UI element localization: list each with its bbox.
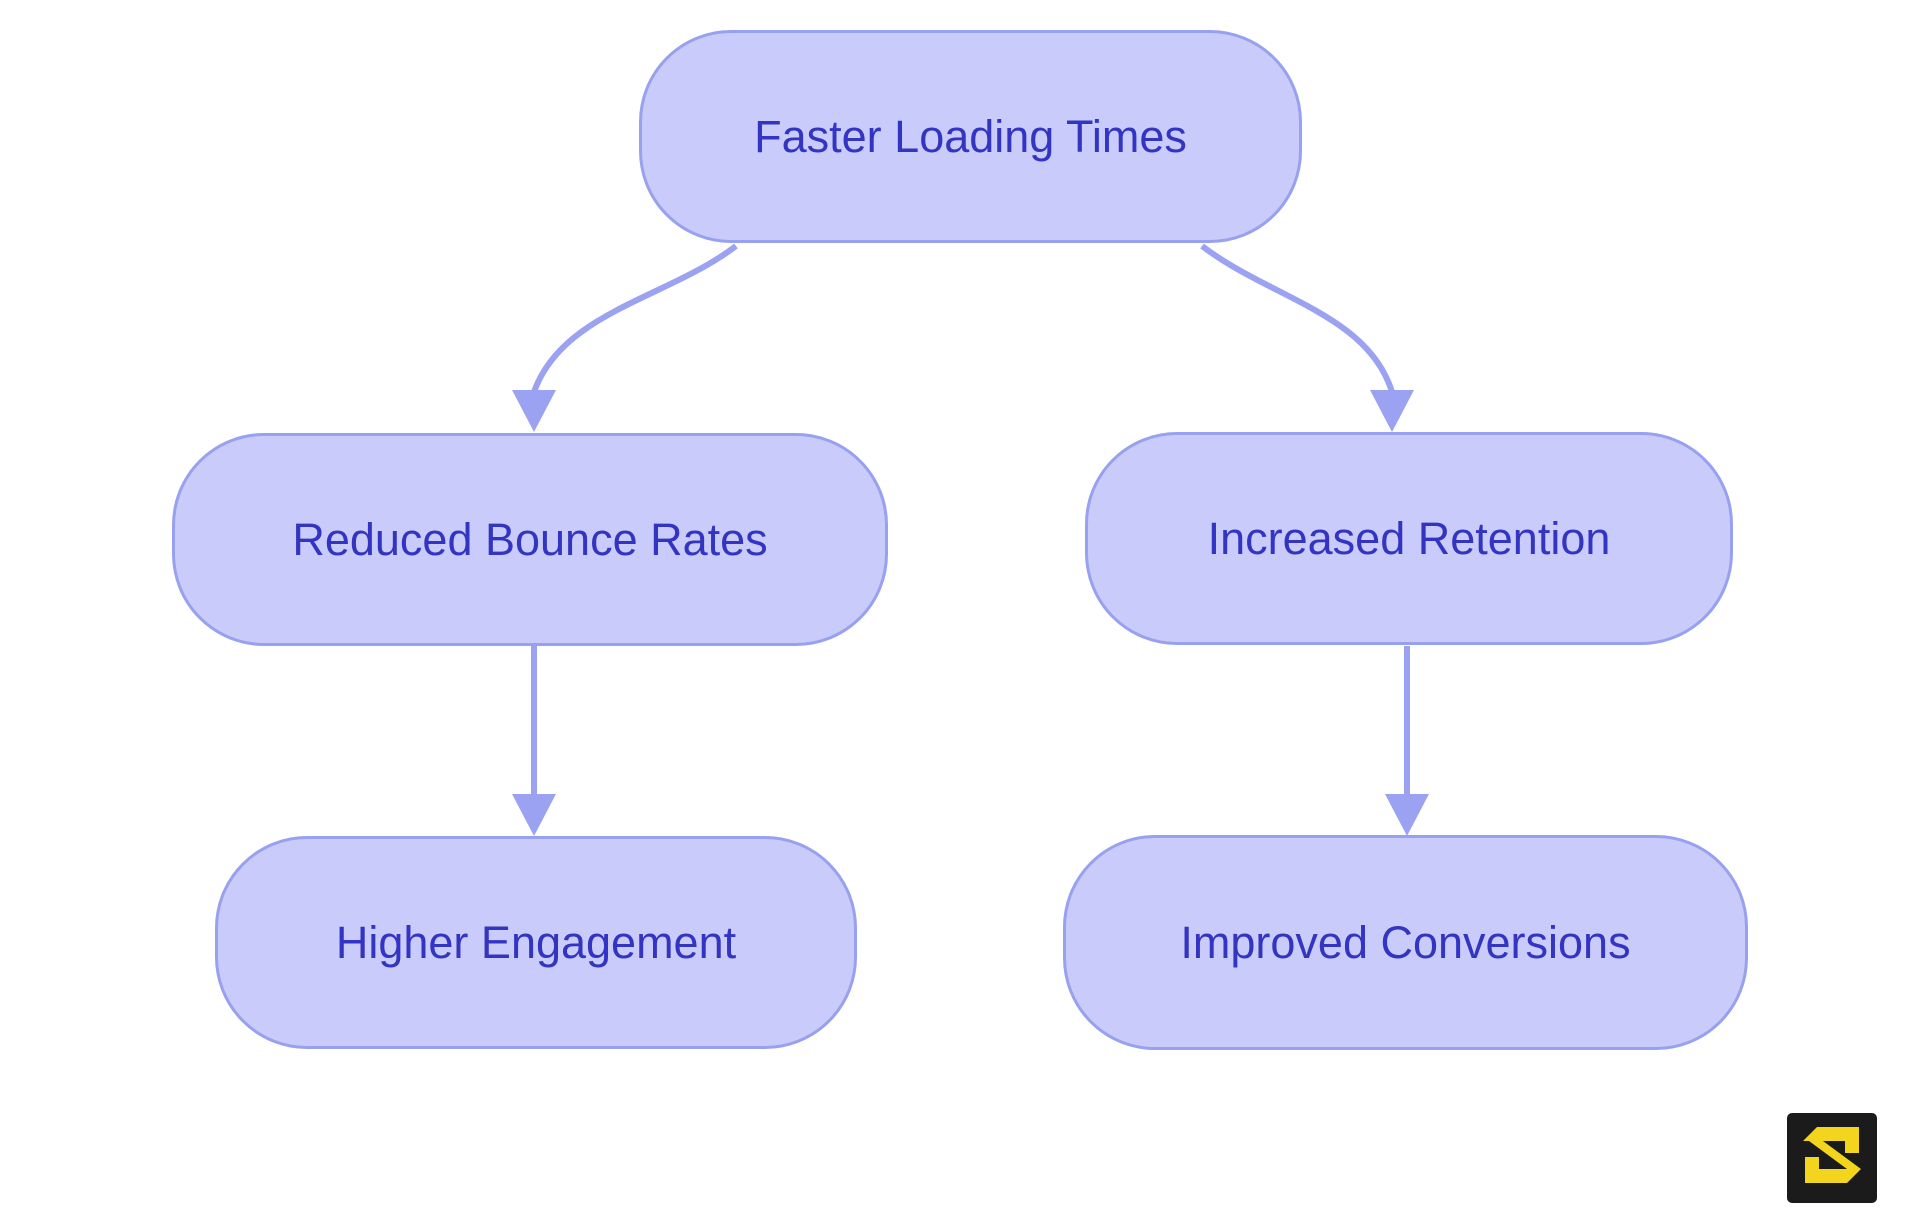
s-logo-badge <box>1787 1113 1877 1203</box>
arrowhead-icon <box>1370 390 1414 432</box>
node-increased-retention: Increased Retention <box>1085 432 1733 645</box>
arrowhead-icon <box>1385 794 1429 836</box>
node-label: Higher Engagement <box>335 916 737 968</box>
edge-faster-to-bounce <box>531 243 738 393</box>
node-label: Faster Loading Times <box>754 110 1187 162</box>
node-higher-engagement: Higher Engagement <box>215 836 857 1049</box>
node-faster-loading-times: Faster Loading Times <box>639 30 1302 243</box>
node-label: Reduced Bounce Rates <box>292 513 768 565</box>
edge-faster-to-retention <box>1200 243 1395 393</box>
node-improved-conversions: Improved Conversions <box>1063 835 1748 1050</box>
node-label: Improved Conversions <box>1180 916 1631 968</box>
node-reduced-bounce-rates: Reduced Bounce Rates <box>172 433 888 646</box>
arrowhead-icon <box>512 390 556 432</box>
node-label: Increased Retention <box>1207 512 1611 564</box>
arrowhead-icon <box>512 794 556 836</box>
s-logo-icon <box>1803 1127 1861 1183</box>
